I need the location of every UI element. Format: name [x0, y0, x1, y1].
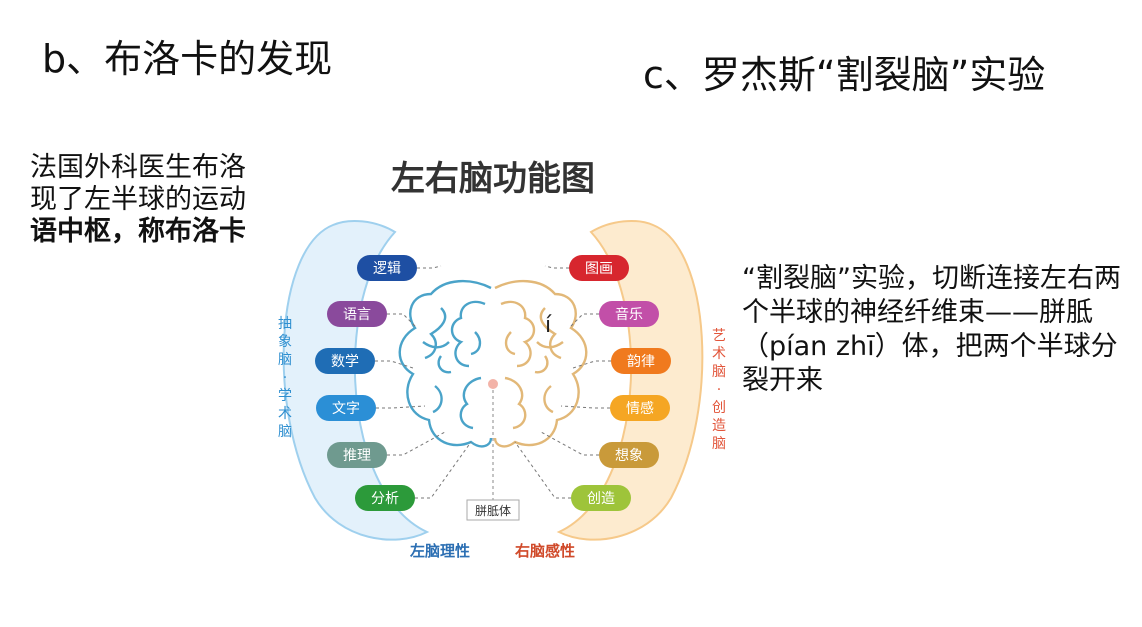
right-function-pill	[599, 301, 659, 327]
side-label-char: 学	[278, 388, 292, 404]
right-side-label: 艺术脑·创造脑	[712, 328, 726, 452]
side-label-char: 象	[278, 334, 292, 350]
left-function-label: 数学	[331, 354, 359, 370]
split-brain-description: “割裂脑”实验，切断连接左右两个半球的神经纤维束——胼胝（pían zhī）体，…	[742, 263, 1121, 396]
side-label-char: 术	[712, 346, 726, 362]
right-function-pill	[611, 348, 671, 374]
left-function-label: 推理	[343, 448, 371, 464]
left-function-label: 分析	[371, 491, 399, 507]
left-connector-line	[375, 360, 414, 369]
right-hemisphere	[493, 279, 588, 448]
left-function-pill	[315, 348, 375, 374]
side-label-char: 脑	[278, 424, 292, 440]
left-caption: 左脑理性	[409, 542, 470, 560]
left-function-label: 逻辑	[373, 261, 401, 277]
side-label-char: 术	[278, 406, 292, 422]
right-function-label: 音乐	[615, 306, 643, 323]
left-function-label: 语言	[343, 307, 371, 323]
right-connector-line	[544, 265, 569, 269]
side-label-char: 创	[712, 400, 726, 416]
right-function-pill	[569, 255, 629, 281]
right-band	[556, 220, 704, 541]
left-band	[282, 220, 430, 541]
broca-description-bold: 言语中枢，称布洛卡区	[30, 184, 300, 247]
right-function-label: 图画	[585, 261, 613, 277]
corpus-callosum-label: 胼胝体	[475, 503, 511, 518]
left-function-pill	[327, 442, 387, 468]
slide-title-broca: b、布洛卡的发现	[42, 37, 333, 81]
right-function-label: 想象	[615, 448, 643, 464]
right-function-label: 情感	[626, 400, 654, 417]
slide-title-split-brain: c、罗杰斯“割裂脑”实验	[643, 53, 1046, 97]
left-side-label: 抽象脑·学术脑	[278, 316, 292, 440]
side-label-char: ·	[283, 370, 287, 386]
diagram-title: 左右脑功能图	[391, 159, 595, 199]
right-function-label: 创造	[587, 491, 615, 507]
left-hemisphere	[398, 279, 493, 448]
right-connector-line	[560, 405, 610, 409]
left-connector-line	[376, 405, 426, 409]
right-function-label: 韵律	[627, 354, 655, 370]
right-function-pill	[599, 442, 659, 468]
right-connector-line	[514, 441, 571, 499]
left-function-pill	[357, 255, 417, 281]
side-label-char: ·	[717, 382, 721, 398]
right-function-pill	[571, 485, 631, 511]
side-label-char: 造	[712, 418, 726, 434]
side-label-char: 脑	[712, 436, 726, 452]
side-label-char: 抽	[278, 316, 292, 332]
side-label-char: 艺	[712, 328, 726, 344]
brain-diagram-svg: 左右脑功能图 抽象脑·学术脑 艺术脑·创造脑 í	[278, 159, 726, 560]
corpus-callosum-box	[466, 499, 520, 521]
stray-mark: í	[545, 313, 552, 338]
left-function-label: 文字	[332, 401, 360, 417]
side-label-char: 脑	[712, 364, 726, 380]
left-connector-line	[417, 265, 442, 269]
right-connector-line	[572, 360, 611, 369]
left-function-pill	[327, 301, 387, 327]
left-function-pill	[355, 485, 415, 511]
brain-center-dot	[488, 379, 498, 389]
left-connector-line	[415, 441, 472, 499]
side-label-char: 脑	[278, 352, 292, 368]
right-caption: 右脑感性	[515, 542, 575, 560]
left-function-pill	[316, 395, 376, 421]
brain-function-diagram: 左右脑功能图 抽象脑·学术脑 艺术脑·创造脑 í	[245, 128, 741, 580]
right-function-pill	[610, 395, 670, 421]
